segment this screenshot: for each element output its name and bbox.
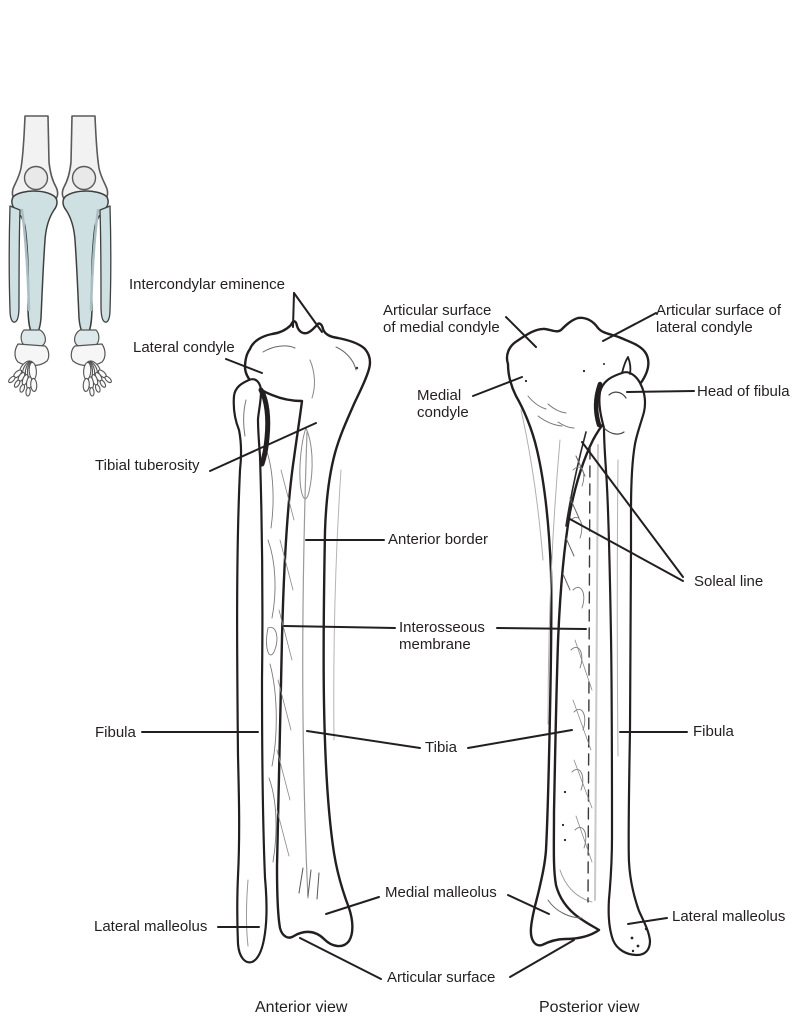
label-head-of-fibula: Head of fibula — [697, 383, 790, 400]
label-interosseous-membrane: Interosseous membrane — [399, 619, 485, 654]
caption-posterior-view: Posterior view — [539, 999, 640, 1016]
leader-medial-malleolus-right — [507, 894, 550, 915]
label-tibia: Tibia — [425, 739, 457, 756]
label-intercondylar-eminence: Intercondylar eminence — [129, 276, 285, 293]
leader-interosseous-left — [283, 625, 396, 629]
label-articular-surface-medial-condyle: Articular surface of medial condyle — [383, 302, 500, 337]
label-articular-surface: Articular surface — [387, 969, 496, 986]
leader-soleal-a — [581, 441, 684, 578]
soleal-line-ridge — [565, 431, 587, 527]
leader-tibial-tuberosity — [209, 422, 317, 472]
anterior-membrane-texture — [266, 451, 295, 863]
label-soleal-line: Soleal line — [694, 573, 764, 590]
leader-medial-condyle — [472, 376, 523, 397]
posterior-tibia-outline — [505, 316, 650, 947]
posterior-membrane-texture — [570, 466, 593, 863]
leader-tibia-left — [306, 730, 421, 749]
label-medial-malleolus: Medial malleolus — [385, 884, 497, 901]
label-anterior-border: Anterior border — [388, 531, 489, 548]
label-medial-condyle: Medial condyle — [417, 387, 469, 422]
label-fibula-posterior: Fibula — [693, 723, 734, 740]
inset-left-leg — [8, 115, 59, 397]
caption-anterior-view: Anterior view — [255, 999, 348, 1016]
leader-tibia-right — [467, 729, 573, 749]
leader-medial-malleolus-left — [325, 896, 380, 915]
leader-lateral-malleolus-post — [627, 917, 668, 925]
leader-articular-surface-right — [509, 939, 575, 978]
leader-lateral-condyle — [225, 358, 263, 374]
leader-intercondylar-a — [292, 292, 295, 328]
leader-intercondylar-b — [293, 292, 323, 333]
anterior-view-drawing — [232, 320, 372, 964]
leg-skeleton-inset — [8, 115, 112, 397]
leader-soleal-b — [567, 517, 684, 582]
inset-right-leg — [61, 115, 112, 397]
posterior-view-drawing — [505, 316, 652, 957]
label-lateral-malleolus-anterior: Lateral malleolus — [94, 918, 208, 935]
leader-lines — [141, 292, 695, 980]
leader-art-medial-condyle — [505, 316, 537, 348]
leader-head-of-fibula — [626, 390, 695, 393]
anterior-fibula-outline — [232, 378, 268, 964]
leader-interosseous-right — [496, 627, 587, 630]
posterior-fibula-outline — [598, 371, 652, 957]
label-lateral-condyle: Lateral condyle — [133, 339, 235, 356]
label-fibula-anterior: Fibula — [95, 724, 136, 741]
label-articular-surface-lateral-condyle: Articular surface of lateral condyle — [656, 302, 782, 337]
label-lateral-malleolus-posterior: Lateral malleolus — [672, 908, 786, 925]
anterior-tibia-outline — [243, 320, 372, 948]
leader-articular-surface-left — [299, 937, 382, 980]
leader-art-lateral-condyle — [602, 312, 657, 342]
label-tibial-tuberosity: Tibial tuberosity — [95, 457, 200, 474]
